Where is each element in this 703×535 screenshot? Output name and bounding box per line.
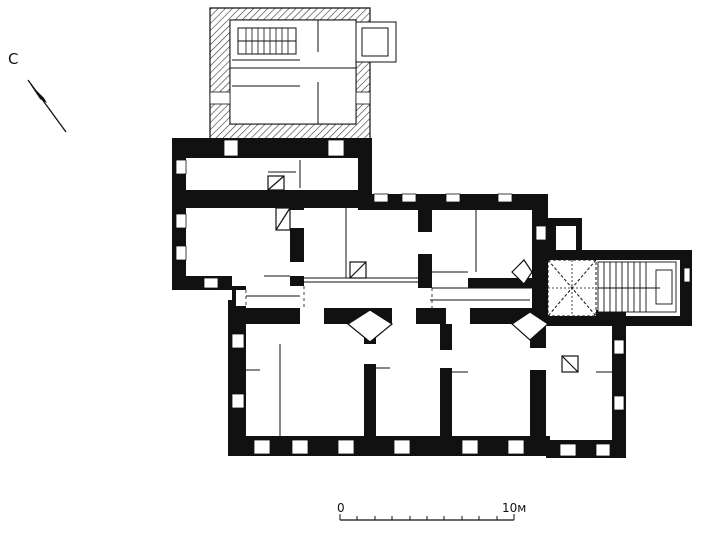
annex-stair-icon xyxy=(237,27,297,55)
north-compass: С xyxy=(8,50,67,133)
compass-letter: С xyxy=(8,50,18,68)
scale-start-label: 0 xyxy=(337,501,345,515)
stove-1 xyxy=(275,207,291,231)
corner-niches xyxy=(346,259,549,343)
corner-niche-3 xyxy=(511,259,533,285)
windows xyxy=(175,139,691,457)
door-openings xyxy=(236,210,546,370)
scale-bar: 0 10м xyxy=(337,501,526,521)
stove-3 xyxy=(267,175,285,191)
annex-porch xyxy=(355,21,397,63)
scale-end-label: 10м xyxy=(502,501,526,515)
vault-cross-icon xyxy=(547,259,597,317)
stove-2 xyxy=(349,261,367,279)
corner-niche-2 xyxy=(511,311,549,341)
stove-4 xyxy=(561,355,579,373)
dashed-passages xyxy=(245,286,433,308)
stair-icon xyxy=(597,261,677,313)
north-annex xyxy=(209,7,397,141)
partitions xyxy=(246,160,612,436)
compass-arrow-icon xyxy=(27,79,67,133)
corner-niche-1 xyxy=(346,309,394,343)
stove-icon xyxy=(267,175,579,373)
